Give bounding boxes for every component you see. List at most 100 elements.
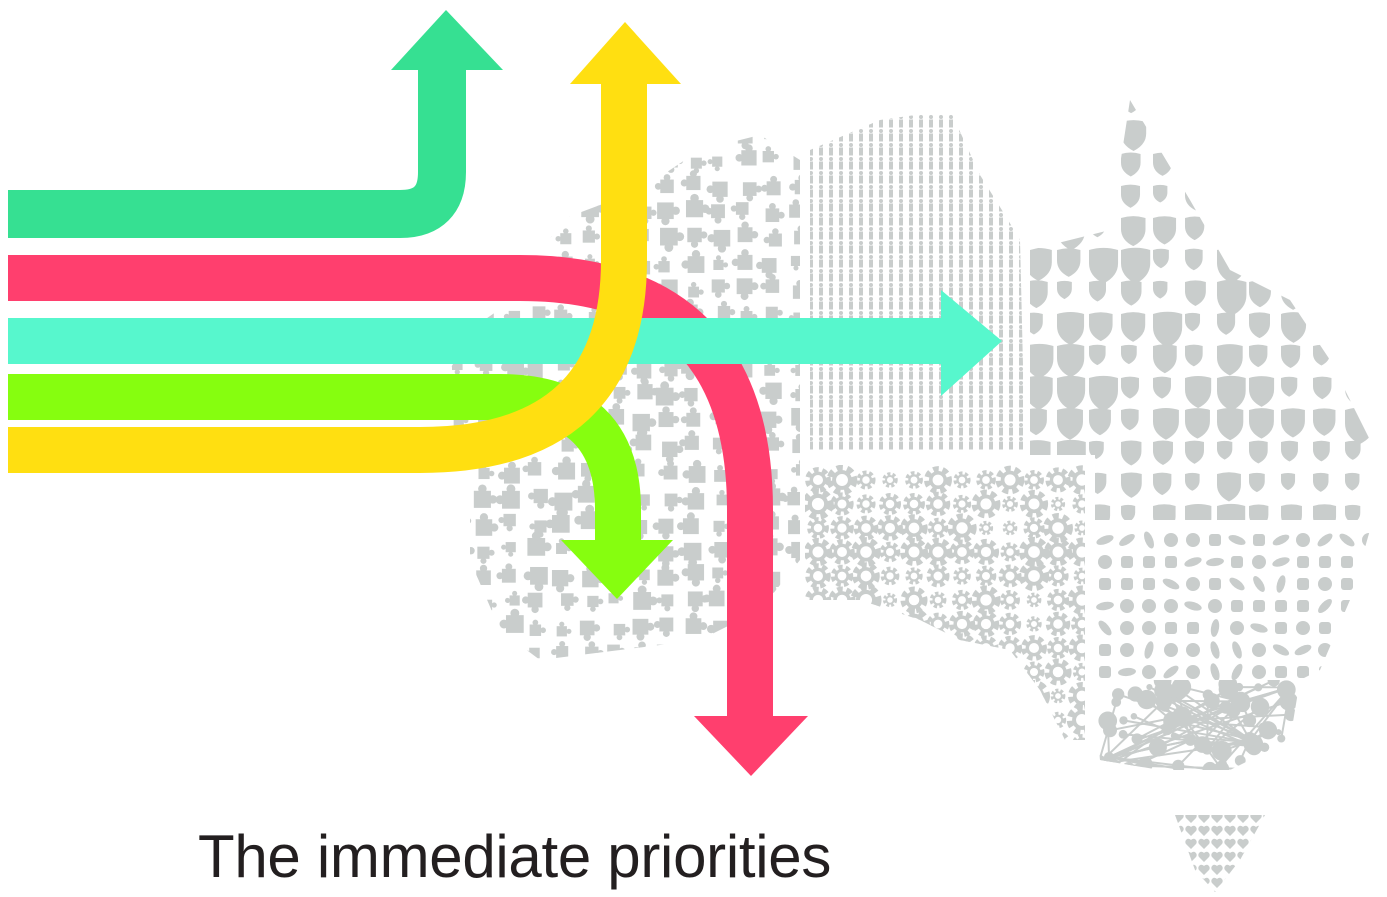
family-figures-icon xyxy=(899,381,903,394)
shield-icon xyxy=(1313,184,1336,213)
family-figures-icon xyxy=(819,115,823,128)
food-icon xyxy=(1232,641,1242,659)
shield-icon xyxy=(1345,152,1364,176)
family-figures-icon xyxy=(879,199,883,212)
heart-icon xyxy=(1250,864,1262,875)
puzzle-piece-icon xyxy=(496,563,516,583)
family-figures-icon xyxy=(939,423,943,436)
food-icon xyxy=(1294,644,1312,656)
puzzle-piece-icon xyxy=(712,567,728,584)
molecule-network-icon xyxy=(1202,761,1218,770)
family-figures-icon xyxy=(969,171,973,184)
shield-icon xyxy=(1121,504,1136,520)
family-figures-icon xyxy=(1019,283,1023,296)
puzzle-piece-icon xyxy=(790,383,800,402)
food-icon xyxy=(1120,643,1134,657)
family-figures-icon xyxy=(829,269,833,282)
molecule-network-icon xyxy=(1250,764,1260,770)
family-figures-icon xyxy=(1019,325,1023,338)
heart-icon xyxy=(1237,877,1249,888)
family-figures-icon xyxy=(929,129,933,142)
family-figures-icon xyxy=(849,241,853,254)
gear-icon xyxy=(1000,662,1020,682)
family-figures-icon xyxy=(909,185,913,198)
gear-icon xyxy=(809,735,827,740)
gear-icon xyxy=(856,494,876,514)
shield-icon xyxy=(1249,408,1274,439)
puzzle-piece-icon xyxy=(449,648,475,660)
molecule-network-icon xyxy=(1234,755,1246,766)
family-figures-icon xyxy=(849,269,853,282)
gear-icon xyxy=(951,685,973,707)
food-icon xyxy=(1253,600,1265,612)
family-figures-icon xyxy=(879,213,883,226)
shield-icon xyxy=(1280,344,1301,369)
puzzle-piece-icon xyxy=(440,235,447,247)
gear-icon xyxy=(975,565,997,587)
heart-icon xyxy=(1198,815,1210,823)
puzzle-piece-icon xyxy=(440,636,452,660)
food-icon xyxy=(1297,688,1309,700)
puzzle-piece-icon xyxy=(571,479,595,503)
shield-icon xyxy=(1089,120,1114,150)
molecule-network-icon xyxy=(1172,706,1192,726)
family-figures-icon xyxy=(839,297,843,310)
shield-icon xyxy=(1185,504,1212,520)
family-figures-icon xyxy=(889,185,893,198)
family-figures-icon xyxy=(869,199,873,212)
family-figures-icon xyxy=(919,213,923,226)
food-icon xyxy=(1319,622,1331,634)
family-figures-icon xyxy=(849,157,853,170)
food-icon xyxy=(1143,578,1155,590)
gear-icon xyxy=(948,610,976,638)
family-figures-icon xyxy=(969,227,973,240)
gear-icon xyxy=(829,659,855,685)
family-figures-icon xyxy=(819,283,823,296)
molecule-network-icon xyxy=(1254,683,1263,692)
gear-icon xyxy=(1045,731,1071,740)
puzzle-piece-icon xyxy=(472,135,493,140)
family-figures-icon xyxy=(949,199,953,212)
gear-icon xyxy=(805,537,833,567)
gear-icon xyxy=(807,517,829,539)
family-figures-icon xyxy=(979,157,983,170)
gear-icon xyxy=(900,586,928,614)
family-figures-icon xyxy=(999,171,1003,184)
puzzle-piece-icon xyxy=(789,199,800,218)
shield-icon xyxy=(1152,311,1183,348)
family-figures-icon xyxy=(899,297,903,310)
gear-icon xyxy=(998,612,1022,636)
lime-arrow-down xyxy=(8,374,641,545)
gear-icon xyxy=(994,728,1026,740)
family-figures-icon xyxy=(859,381,863,394)
family-figures-icon xyxy=(1019,199,1023,212)
family-figures-icon xyxy=(819,129,823,142)
molecule-network-icon xyxy=(1130,713,1138,720)
family-figures-icon xyxy=(929,437,933,450)
shield-icon xyxy=(1344,120,1365,144)
gear-icon xyxy=(947,513,977,543)
family-figures-icon xyxy=(979,381,983,394)
shield-icon xyxy=(1313,472,1329,492)
puzzle-piece-icon xyxy=(677,542,702,567)
family-figures-icon xyxy=(859,255,863,268)
food-icon xyxy=(1186,665,1200,679)
family-figures-icon xyxy=(810,269,813,282)
family-figures-icon xyxy=(879,143,883,156)
puzzle-piece-icon xyxy=(440,622,445,647)
food-icon xyxy=(1272,534,1290,546)
family-figures-icon xyxy=(939,227,943,240)
family-figures-icon xyxy=(1019,115,1023,128)
puzzle-piece-icon xyxy=(685,612,708,634)
family-figures-icon xyxy=(829,409,833,422)
molecule-network-icon xyxy=(1243,736,1255,749)
puzzle-piece-icon xyxy=(660,227,685,252)
puzzle-piece-icon xyxy=(655,381,680,406)
shield-icon xyxy=(1281,247,1311,284)
puzzle-piece-icon xyxy=(498,513,516,532)
puzzle-piece-icon xyxy=(475,513,499,536)
family-figures-icon xyxy=(989,115,993,128)
shield-icon xyxy=(1057,280,1072,300)
family-figures-icon xyxy=(869,143,873,156)
family-figures-icon xyxy=(979,199,983,212)
